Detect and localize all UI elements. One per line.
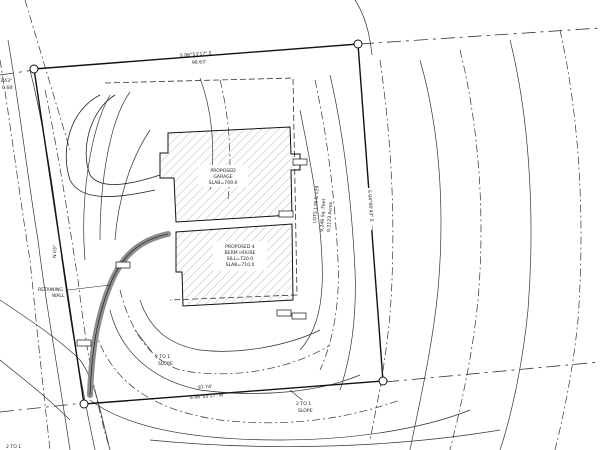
contour-line (89, 399, 471, 441)
corner-monuments (29, 39, 388, 409)
distance-bottom: 97.74' (198, 384, 213, 391)
spot-elevation-box (76, 339, 92, 347)
contour-line (329, 74, 356, 391)
corner-monument-sw (79, 399, 89, 409)
contour-line (139, 299, 321, 352)
contour-line (24, 0, 71, 151)
contour-line (554, 29, 582, 450)
bearing-left-top: 3'43" (0, 78, 12, 84)
house-label-bg (213, 241, 267, 271)
contour-line (109, 309, 361, 394)
contour-line (499, 39, 532, 450)
house-label-1: PROPOSED 4 (225, 244, 255, 250)
corner-monument-nw (29, 64, 39, 74)
slope-left-label-2: SLOPE (158, 361, 173, 367)
contour-line (314, 79, 339, 371)
bearing-left: N 03° (52, 245, 58, 258)
contour-line (149, 429, 501, 447)
contour-line (449, 49, 482, 450)
slope-right-label-2: SLOPE (298, 408, 313, 414)
spot-elevation-box (276, 309, 292, 317)
retaining-wall-label-2: WALL (52, 293, 65, 299)
distance-top: 96.63' (192, 59, 207, 66)
contour-line (94, 329, 401, 424)
garage-label-1: PROPOSED (210, 168, 236, 174)
contour-line (99, 91, 131, 241)
right-of-way-lines (0, 27, 600, 413)
spot-elevations (76, 158, 308, 347)
bearing-right-bg (364, 188, 372, 230)
slope-left-label-1: 2 TO 1 (155, 354, 170, 360)
house-label-4: SLAB=710.0 (226, 262, 255, 268)
lots-label-3: 0.2123 Acres (326, 201, 334, 232)
spot-elevation-box (278, 210, 294, 218)
lots-label-1: LOTS 128 & 129 (312, 186, 321, 224)
garage-label-bg (198, 165, 248, 187)
row-line-top (359, 27, 600, 45)
contour-line (0, 359, 71, 421)
contour-line (369, 59, 394, 441)
row-line-bottom (384, 361, 600, 383)
corner-monument-se (378, 376, 388, 386)
lots-label-2: 9,246 Sq. Feet (319, 198, 327, 232)
slope-right-leader (289, 389, 303, 401)
garage-label-2: GARAGE (213, 174, 232, 180)
bearing-right: S 04°06'43" E (366, 190, 374, 222)
contour-line (299, 109, 323, 351)
retaining-wall-leader (67, 284, 111, 291)
spot-elevation-box (292, 158, 308, 166)
house-label-3: SILL=720.0 (227, 256, 253, 262)
contour-line (0, 299, 111, 450)
contour-line (7, 39, 71, 450)
contour-line (119, 289, 331, 375)
distance-left-top: 0.68' (2, 85, 14, 91)
driveway (65, 94, 161, 197)
garage-label-3: SLAB=709.0 (209, 180, 238, 186)
bearing-bottom: S 86°53'17" W (190, 392, 224, 401)
row-line-left-top (0, 69, 35, 76)
spot-elevation-box (291, 312, 307, 320)
house-label-2: BERM HOUSE (225, 250, 256, 256)
contour-line (354, 0, 373, 56)
spot-elevation-box (115, 261, 131, 269)
slope-corner-label: 2 TO 1 (6, 444, 21, 450)
corner-monument-ne (353, 39, 363, 49)
bearing-top: S 86°53'17" E (180, 51, 212, 59)
slope-left-leader (134, 329, 153, 353)
contour-line (0, 59, 51, 450)
slope-right-label-1: 2 TO 1 (296, 401, 311, 407)
contour-line (409, 59, 442, 450)
contour-line (114, 129, 151, 241)
retaining-wall-label-1: RETAINING (38, 287, 63, 293)
